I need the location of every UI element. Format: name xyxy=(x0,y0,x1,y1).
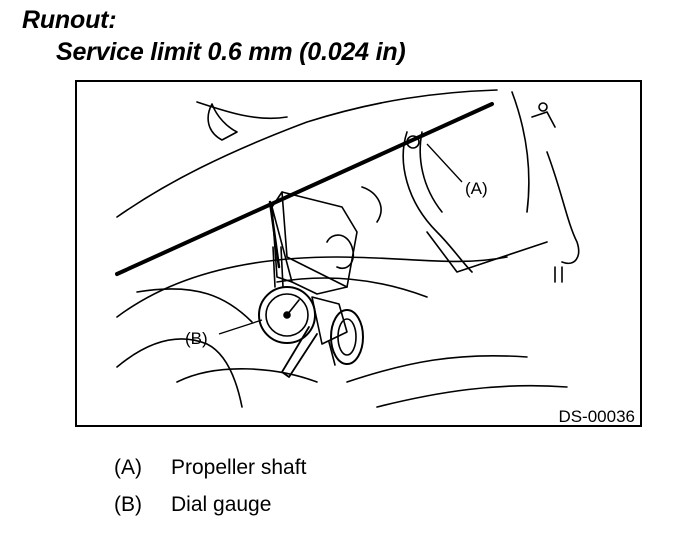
page-title: Runout: xyxy=(22,6,117,34)
legend-key: (B) xyxy=(114,493,142,516)
callout-a-label: (A) xyxy=(465,179,488,198)
callout-a-leader xyxy=(426,143,463,183)
callout-b-leader xyxy=(218,319,263,335)
legend-label: Propeller shaft xyxy=(171,456,307,479)
legend-item-propeller-shaft: (A) Propeller shaft xyxy=(114,456,306,480)
callout-b-label: (B) xyxy=(185,329,208,348)
legend-key: (A) xyxy=(114,456,142,479)
runout-illustration: (A) (B) DS-00036 xyxy=(75,80,642,427)
legend-item-dial-gauge: (B) Dial gauge xyxy=(114,493,271,517)
service-limit-subtitle: Service limit 0.6 mm (0.024 in) xyxy=(56,38,406,66)
propeller-shaft-line xyxy=(115,102,494,276)
figure-id-label: DS-00036 xyxy=(558,407,635,426)
illustration-drawing: (A) (B) DS-00036 xyxy=(115,89,635,426)
legend-label: Dial gauge xyxy=(171,493,272,516)
